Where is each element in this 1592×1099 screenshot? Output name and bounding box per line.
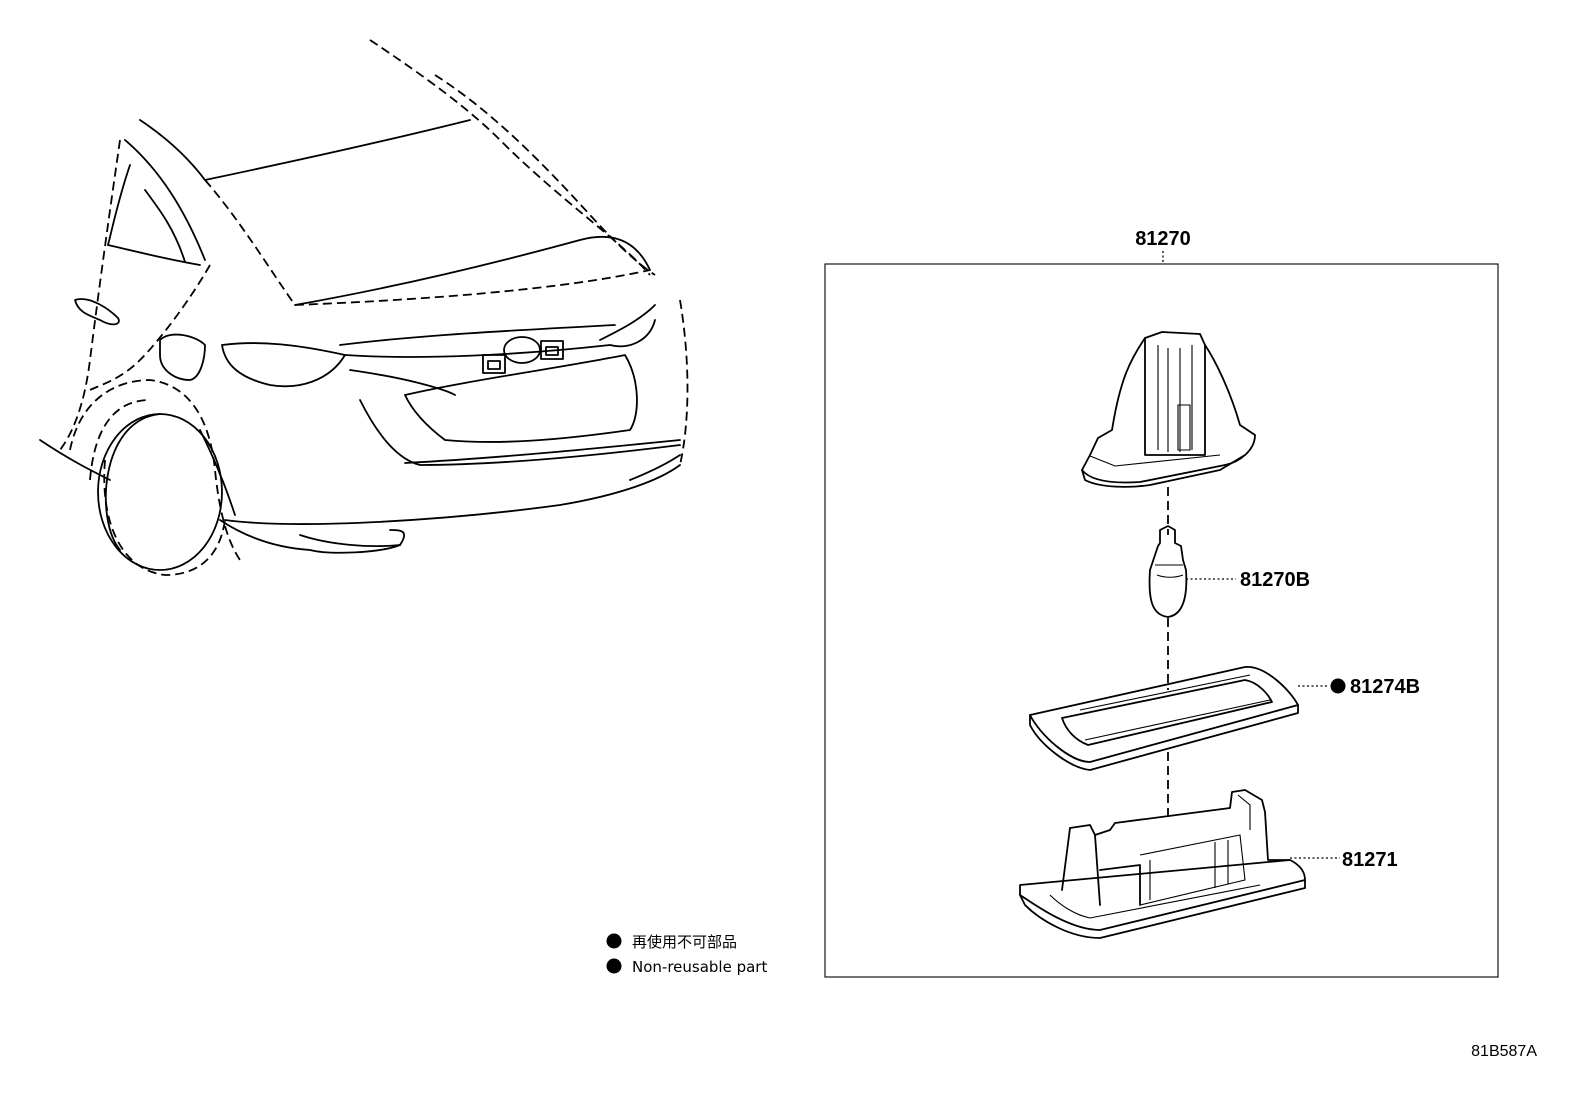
figure-code: 81B587A [1471, 1043, 1537, 1060]
license-plate-lamp-icon [482, 340, 564, 374]
legend: 再使用不可部品 Non-reusable part [606, 933, 767, 976]
part-label-bulb: 81270B [1240, 569, 1310, 591]
non-reusable-marker-icon [606, 933, 622, 949]
assembly-label: 81270 [1135, 228, 1191, 250]
lens-base-part [1019, 789, 1306, 939]
part-label-gasket: 81274B [1350, 676, 1420, 698]
bulb-part [1148, 525, 1188, 618]
non-reusable-marker-icon [1330, 678, 1346, 694]
gasket-part [1029, 666, 1299, 771]
assembly-box: 81270 [824, 228, 1499, 978]
part-label-lens: 81271 [1342, 849, 1398, 871]
lamp-housing-part [1081, 331, 1256, 488]
legend-line-japanese: 再使用不可部品 [632, 933, 737, 951]
non-reusable-marker-icon [606, 958, 622, 974]
emblem-icon [503, 336, 541, 364]
legend-line-english: Non-reusable part [632, 958, 767, 976]
car-rear-view-illustration [39, 39, 689, 576]
